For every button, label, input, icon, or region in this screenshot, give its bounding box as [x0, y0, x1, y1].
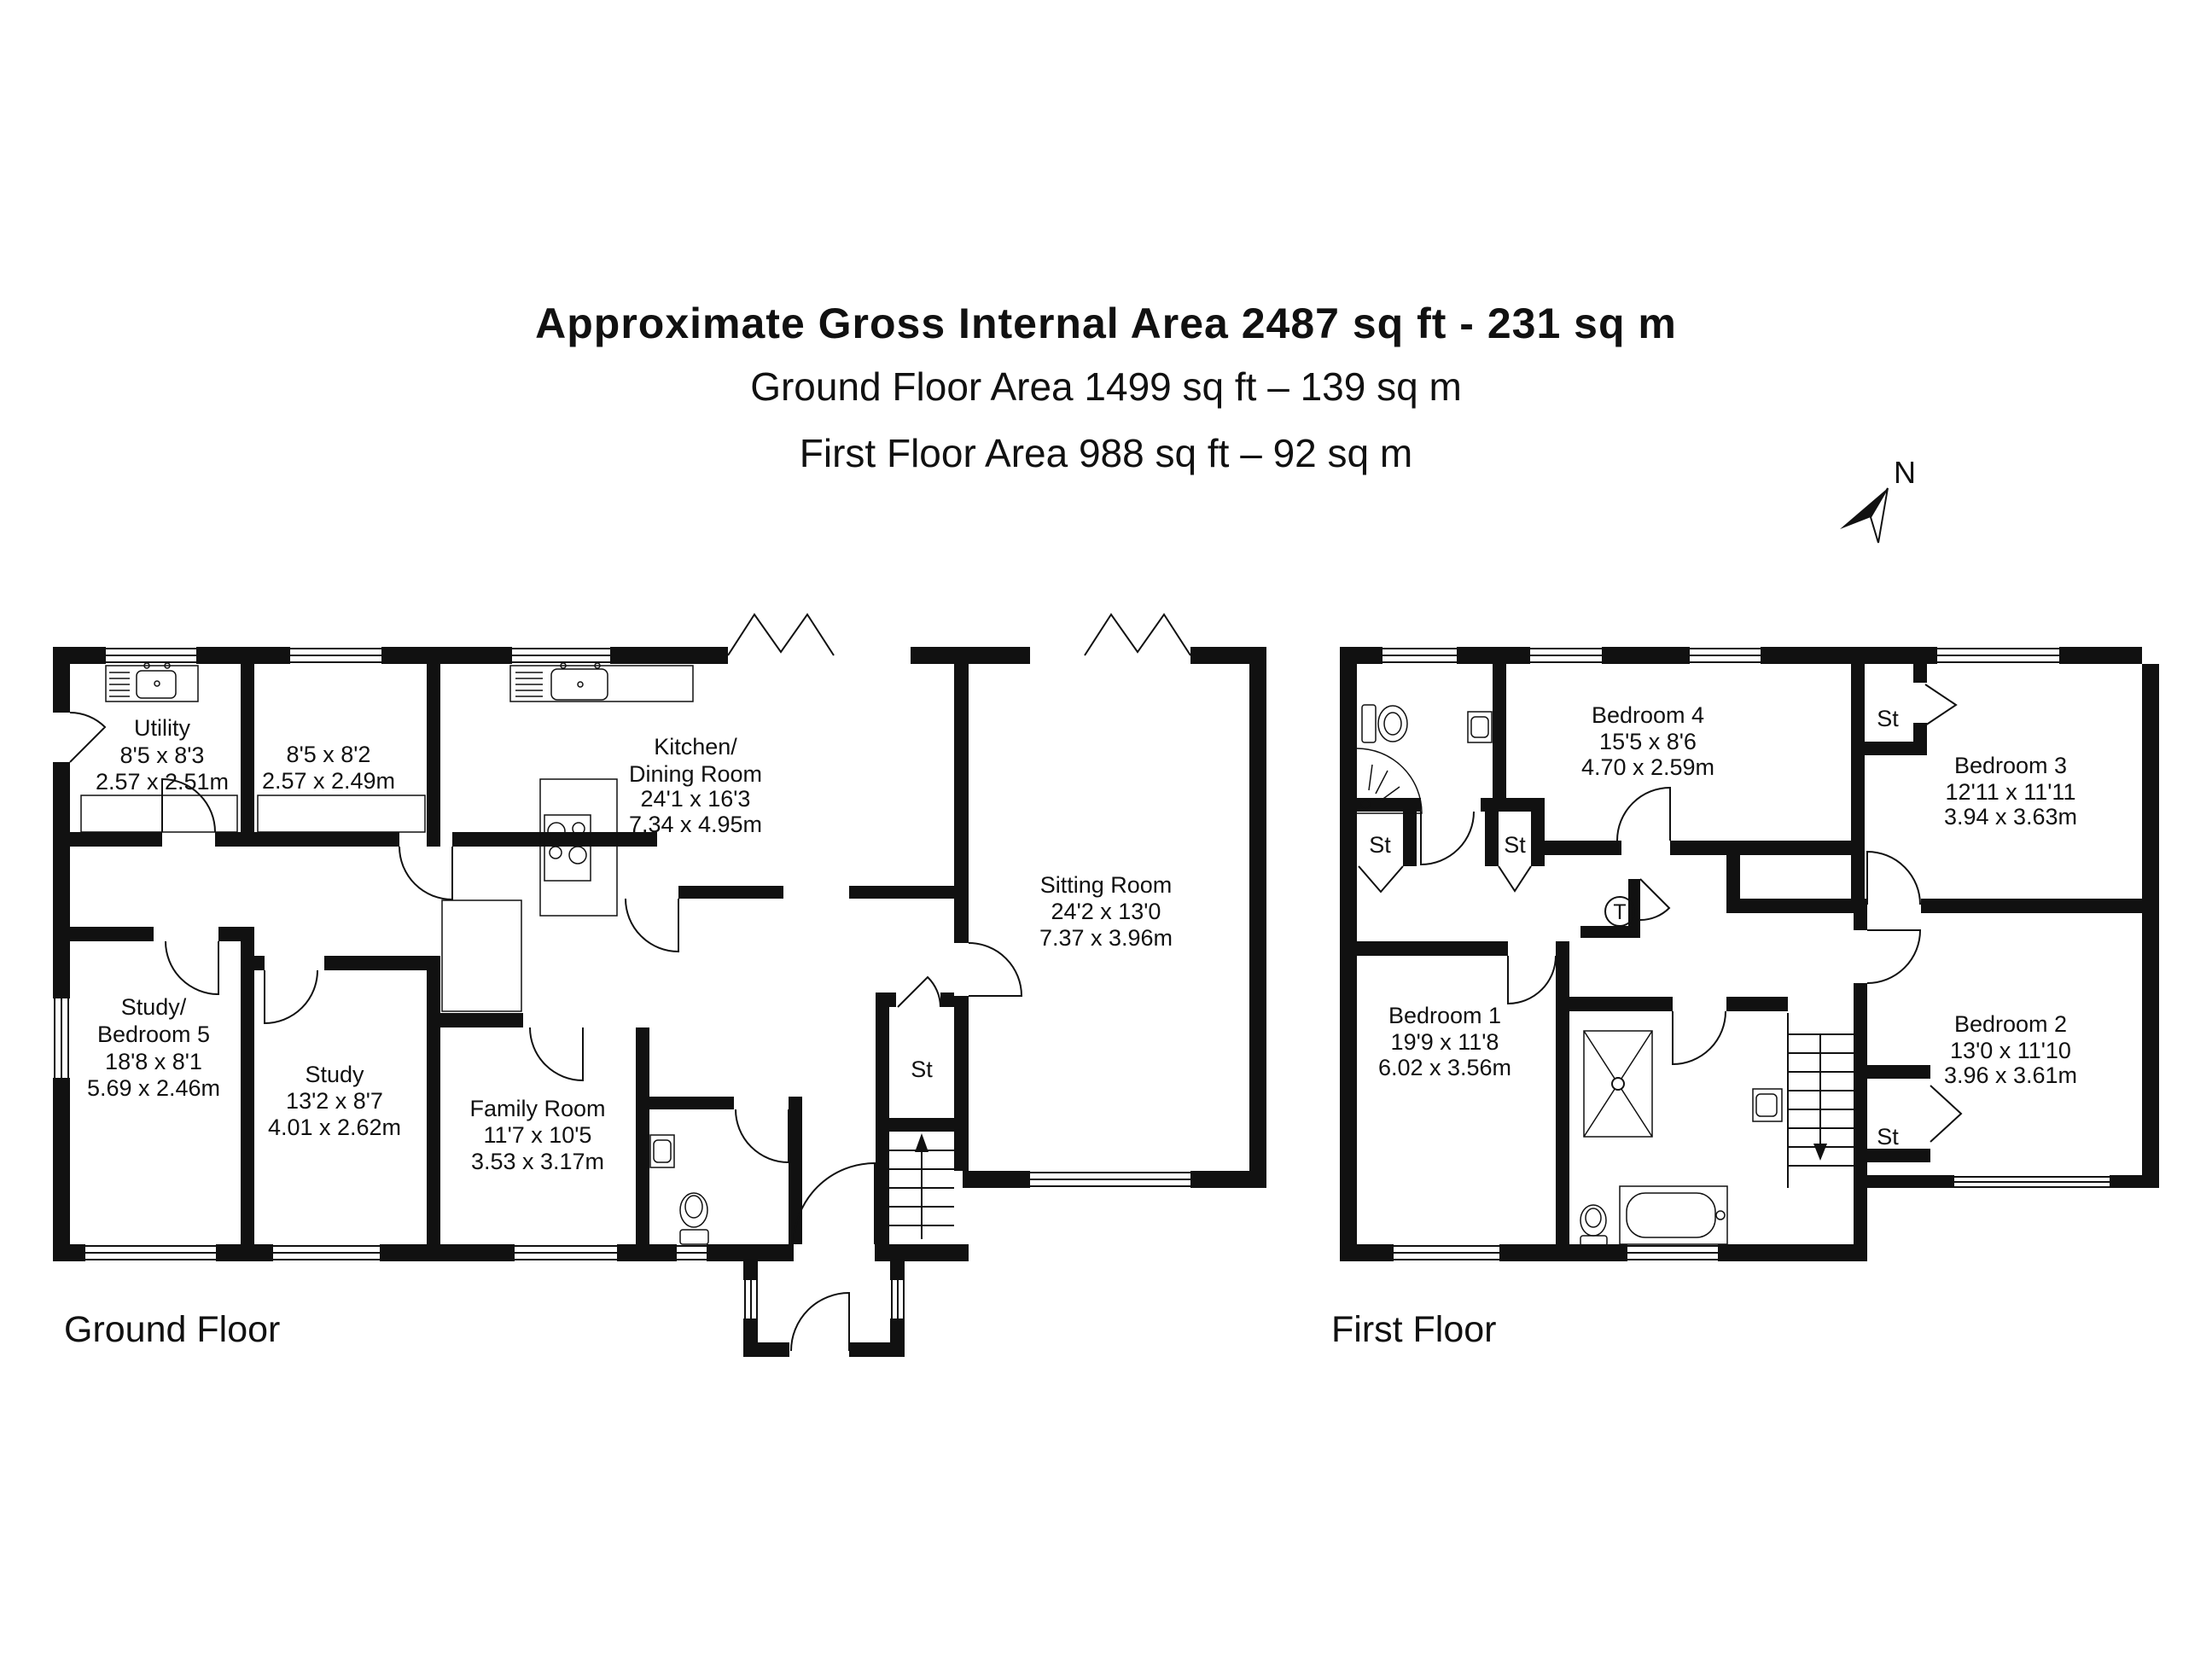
room-name: Family Room — [469, 1096, 605, 1121]
room-dims-imperial: 8'5 x 8'3 — [120, 742, 205, 768]
room-label-study-bedroom5: Study/ Bedroom 5 18'8 x 8'1 5.69 x 2.46m — [87, 994, 220, 1101]
stairs-up — [889, 1133, 954, 1239]
room-dims-imperial: 13'0 x 11'10 — [1950, 1038, 2071, 1063]
north-arrow-outline — [1869, 487, 1889, 544]
room-name: Study — [305, 1062, 364, 1087]
room-dims-metric: 4.01 x 2.62m — [268, 1115, 401, 1140]
room-dims-metric: 6.02 x 3.56m — [1378, 1055, 1511, 1080]
bath-icon — [1619, 1185, 1728, 1245]
ground-floor-walls — [53, 647, 1266, 1357]
corner-shower-icon — [1356, 748, 1423, 814]
cupboard-bifold-doors — [1358, 684, 1963, 1143]
room-label-family-room: Family Room 11'7 x 10'5 3.53 x 3.17m — [469, 1096, 605, 1174]
area-summary: Approximate Gross Internal Area 2487 sq … — [0, 299, 2212, 476]
utility-sink-icon — [105, 662, 199, 702]
room-label-bedroom3: Bedroom 3 12'11 x 11'11 3.94 x 3.63m — [1944, 753, 2077, 830]
room-label-room2: 8'5 x 8'2 2.57 x 2.49m — [262, 742, 395, 794]
ground-floor-windows — [54, 648, 1190, 1318]
tank-label: T — [1613, 900, 1626, 924]
room-name: Utility — [134, 715, 190, 741]
ground-floor-area-line: Ground Floor Area 1499 sq ft – 139 sq m — [750, 364, 1462, 409]
first-floor-area-line: First Floor Area 988 sq ft – 92 sq m — [799, 431, 1413, 475]
room-dims-metric: 7.37 x 3.96m — [1039, 925, 1173, 951]
ensuite-toilet-icon — [1580, 1204, 1608, 1247]
larder-unit — [441, 899, 522, 1012]
room-dims-imperial: 8'5 x 8'2 — [287, 742, 371, 767]
first-floor-windows — [1382, 648, 2110, 1260]
store-label-landing-left: St — [1369, 832, 1391, 858]
ensuite-sink-icon — [1752, 1088, 1783, 1122]
north-arrow-icon — [1840, 488, 1888, 529]
ground-floor-plan: Utility 8'5 x 8'3 2.57 x 2.51m 8'5 x 8'2… — [53, 613, 1266, 1357]
room-dims-metric: 7.34 x 4.95m — [629, 812, 762, 837]
bathroom-toilet-icon — [1361, 704, 1408, 743]
opening-break-zigzags — [727, 613, 1191, 656]
room-name: Bedroom 2 — [1954, 1011, 2067, 1037]
north-label: N — [1894, 455, 1916, 490]
cloakroom-sink-icon — [649, 1134, 675, 1168]
room-dims-imperial: 11'7 x 10'5 — [484, 1122, 592, 1148]
stairs-down-arrowhead — [1813, 1144, 1827, 1161]
room-name-line1: Kitchen/ — [654, 734, 737, 760]
cloakroom-toilet-icon — [679, 1192, 709, 1245]
store-label-ground: St — [911, 1057, 933, 1082]
room-dims-metric: 4.70 x 2.59m — [1581, 754, 1714, 780]
room-dims-imperial: 18'8 x 8'1 — [105, 1049, 202, 1074]
stairs-down — [1787, 1013, 1854, 1188]
room-dims-imperial: 24'1 x 16'3 — [641, 786, 751, 812]
store-label-landing-right: St — [1504, 832, 1526, 858]
room-name: Bedroom 1 — [1388, 1003, 1501, 1028]
store-label-bedroom3: St — [1877, 706, 1899, 731]
kitchen-sink-icon — [509, 662, 694, 702]
room-name-line1: Study/ — [121, 994, 187, 1020]
room-name: Bedroom 3 — [1954, 753, 2067, 778]
room-label-bedroom4: Bedroom 4 15'5 x 8'6 4.70 x 2.59m — [1581, 702, 1714, 780]
wardrobe-unit-left — [80, 795, 238, 833]
room-label-utility: Utility 8'5 x 8'3 2.57 x 2.51m — [96, 715, 229, 795]
room-name-line2: Bedroom 5 — [97, 1022, 210, 1047]
gross-internal-area-title: Approximate Gross Internal Area 2487 sq … — [535, 300, 1677, 347]
room-dims-metric: 2.57 x 2.51m — [96, 769, 229, 795]
room-label-study: Study 13'2 x 8'7 4.01 x 2.62m — [268, 1062, 401, 1140]
room-name: Sitting Room — [1040, 872, 1173, 898]
ground-floor-label: Ground Floor — [64, 1309, 280, 1350]
first-floor-label: First Floor — [1331, 1309, 1497, 1350]
room-label-sitting-room: Sitting Room 24'2 x 13'0 7.37 x 3.96m — [1039, 872, 1173, 951]
room-dims-metric: 5.69 x 2.46m — [87, 1075, 220, 1101]
room-label-bedroom1: Bedroom 1 19'9 x 11'8 6.02 x 3.56m — [1378, 1003, 1511, 1080]
store-label-bedroom2: St — [1877, 1124, 1899, 1150]
bathroom-sink-icon — [1467, 711, 1493, 743]
compass: N — [1840, 455, 1916, 544]
first-floor-door-arcs — [1420, 786, 1922, 1066]
shower-tray-icon — [1583, 1030, 1653, 1138]
stairs-up-arrowhead — [915, 1133, 928, 1152]
room-dims-metric: 3.53 x 3.17m — [471, 1149, 604, 1174]
room-name: Bedroom 4 — [1592, 702, 1704, 728]
room-dims-imperial: 12'11 x 11'11 — [1946, 779, 2076, 805]
room-dims-metric: 2.57 x 2.49m — [262, 768, 395, 794]
room-dims-imperial: 19'9 x 11'8 — [1391, 1029, 1499, 1055]
water-tank-symbol: T — [1604, 896, 1635, 927]
room-dims-metric: 3.94 x 3.63m — [1944, 804, 2077, 830]
room-label-bedroom2: Bedroom 2 13'0 x 11'10 3.96 x 3.61m — [1944, 1011, 2077, 1088]
first-floor-walls — [1340, 647, 2159, 1261]
room-dims-imperial: 24'2 x 13'0 — [1051, 899, 1161, 924]
first-floor-plan: T Bedroom 4 15'5 x 8'6 4.70 x 2.59m Bedr… — [1331, 647, 2159, 1350]
room-dims-imperial: 13'2 x 8'7 — [286, 1088, 383, 1114]
ground-floor-door-arcs — [69, 712, 1023, 1352]
room-name-line2: Dining Room — [629, 761, 762, 787]
room-dims-metric: 3.96 x 3.61m — [1944, 1062, 2077, 1088]
kitchen-island-hob-icon — [539, 778, 618, 917]
room-label-kitchen-dining: Kitchen/ Dining Room 24'1 x 16'3 7.34 x … — [629, 734, 762, 837]
wardrobe-unit-right — [257, 795, 426, 833]
room-dims-imperial: 15'5 x 8'6 — [1599, 729, 1697, 754]
